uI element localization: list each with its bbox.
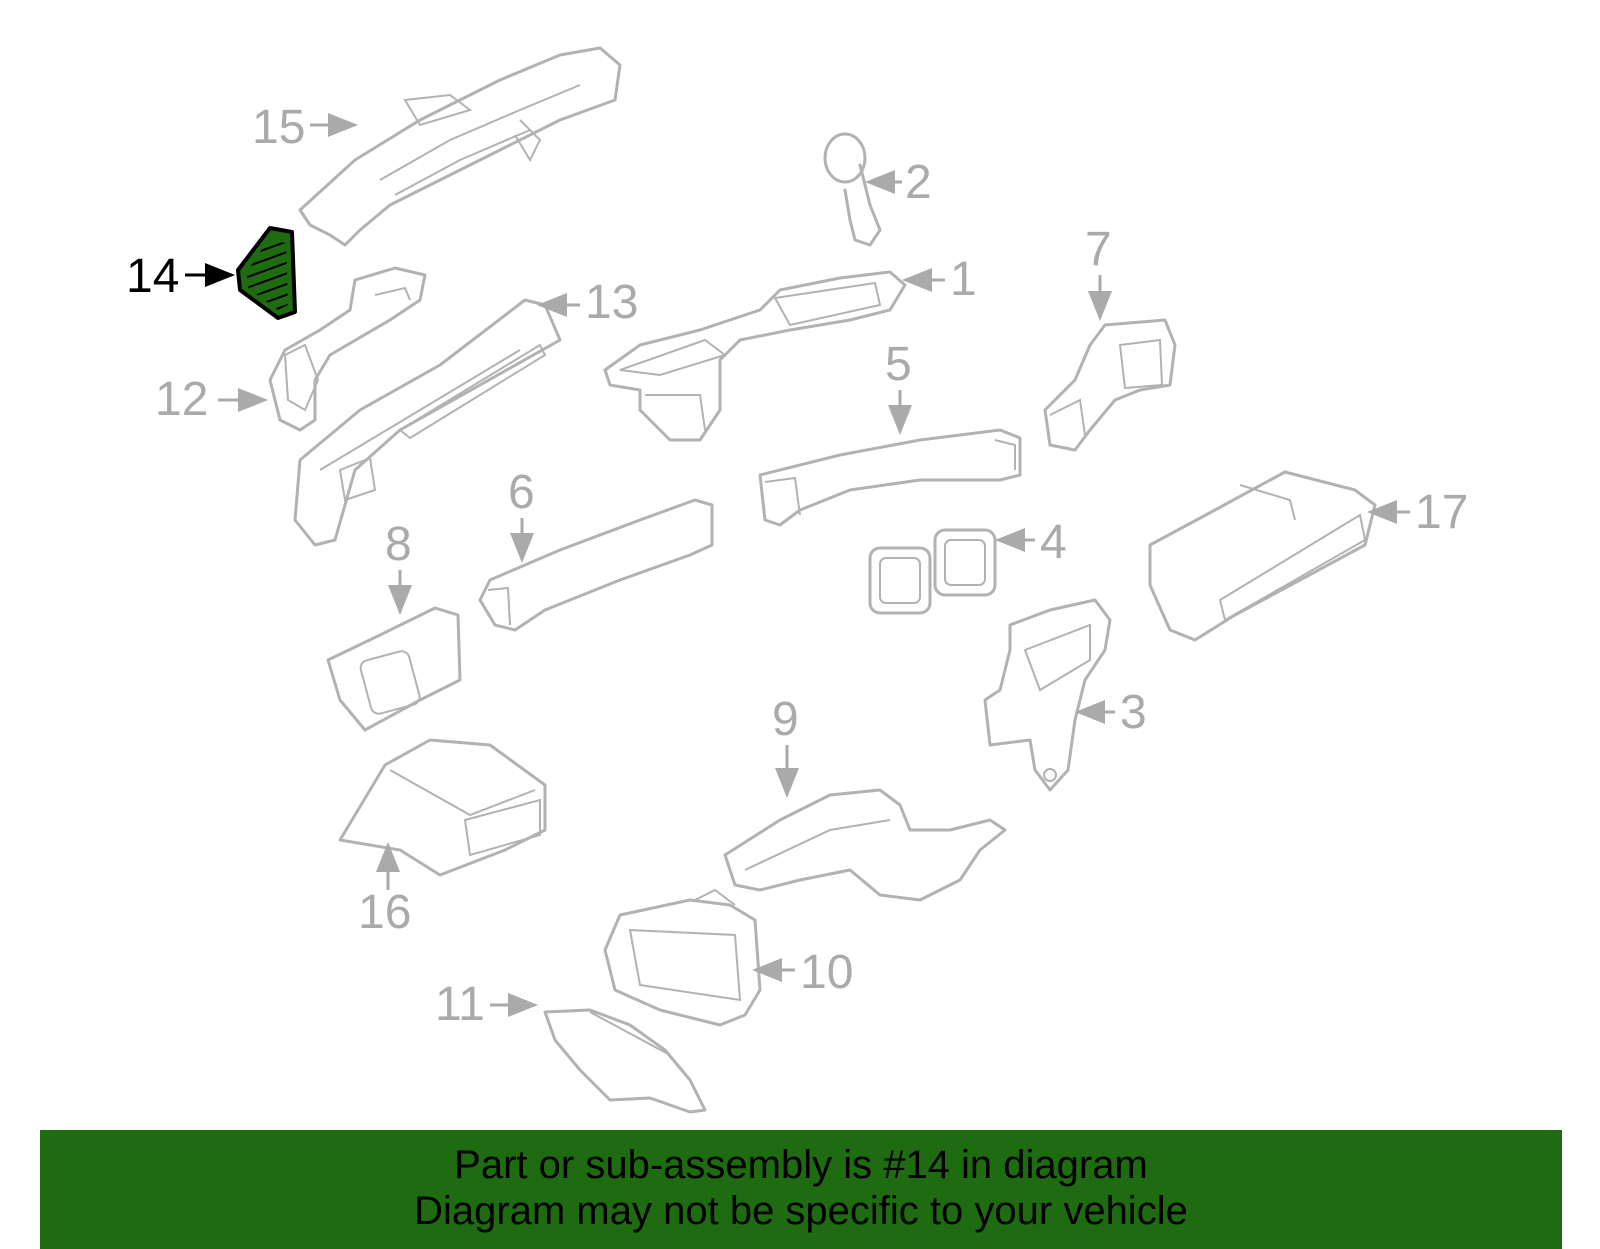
svg-text:4: 4 <box>1040 516 1067 569</box>
part-4-vents[interactable] <box>868 528 997 615</box>
parts-diagram: 15 14 12 13 2 1 7 5 6 4 17 8 <box>126 46 1468 1114</box>
svg-text:7: 7 <box>1085 223 1112 276</box>
part-8-outlet[interactable] <box>326 606 462 732</box>
part-7-elbow[interactable] <box>1043 318 1177 452</box>
part-10-outlet[interactable] <box>603 888 762 1027</box>
callout-5: 5 <box>885 338 912 435</box>
callout-12: 12 <box>155 373 268 426</box>
callout-13: 13 <box>537 276 638 329</box>
part-17-vent[interactable] <box>1148 470 1377 642</box>
part-6-duct[interactable] <box>478 498 714 632</box>
callout-15: 15 <box>252 101 358 154</box>
svg-text:15: 15 <box>252 101 305 154</box>
part-1-center-duct[interactable] <box>603 270 907 442</box>
callout-14: 14 <box>126 250 235 303</box>
part-12-duct[interactable] <box>268 266 427 432</box>
callout-8: 8 <box>385 518 412 615</box>
svg-text:3: 3 <box>1120 686 1147 739</box>
callout-7: 7 <box>1085 223 1112 321</box>
callout-17: 17 <box>1367 486 1468 539</box>
svg-text:6: 6 <box>508 466 535 519</box>
part-5-duct[interactable] <box>758 428 1022 527</box>
svg-text:5: 5 <box>885 338 912 391</box>
callout-9: 9 <box>772 693 799 798</box>
svg-text:1: 1 <box>950 253 977 306</box>
svg-text:16: 16 <box>358 886 411 939</box>
callout-3: 3 <box>1075 686 1147 739</box>
info-banner: Part or sub-assembly is #14 in diagram D… <box>40 1130 1562 1249</box>
part-16-housing[interactable] <box>338 738 547 877</box>
svg-text:17: 17 <box>1415 486 1468 539</box>
part-3-bracket[interactable] <box>983 598 1112 792</box>
callout-16: 16 <box>358 842 411 939</box>
part-9-duct[interactable] <box>723 788 1007 902</box>
svg-text:10: 10 <box>800 946 853 999</box>
part-11-panel[interactable] <box>543 1008 707 1114</box>
part-2-hose[interactable] <box>823 132 882 247</box>
callout-10: 10 <box>752 946 853 999</box>
svg-text:9: 9 <box>772 693 799 746</box>
svg-text:13: 13 <box>585 276 638 329</box>
callout-1: 1 <box>902 253 977 306</box>
svg-text:14: 14 <box>126 250 179 303</box>
part-13-trim[interactable] <box>293 298 562 547</box>
callout-6: 6 <box>508 466 535 563</box>
callout-11: 11 <box>435 978 538 1031</box>
svg-text:8: 8 <box>385 518 412 571</box>
part-15-upper-duct[interactable] <box>298 46 622 247</box>
banner-line-1: Part or sub-assembly is #14 in diagram <box>454 1143 1148 1187</box>
callout-4: 4 <box>995 516 1067 569</box>
svg-text:12: 12 <box>155 373 208 426</box>
svg-text:2: 2 <box>905 156 932 209</box>
part-14-vent[interactable] <box>236 226 297 320</box>
svg-text:11: 11 <box>435 978 485 1031</box>
callout-2: 2 <box>865 156 932 209</box>
banner-line-2: Diagram may not be specific to your vehi… <box>414 1189 1188 1233</box>
